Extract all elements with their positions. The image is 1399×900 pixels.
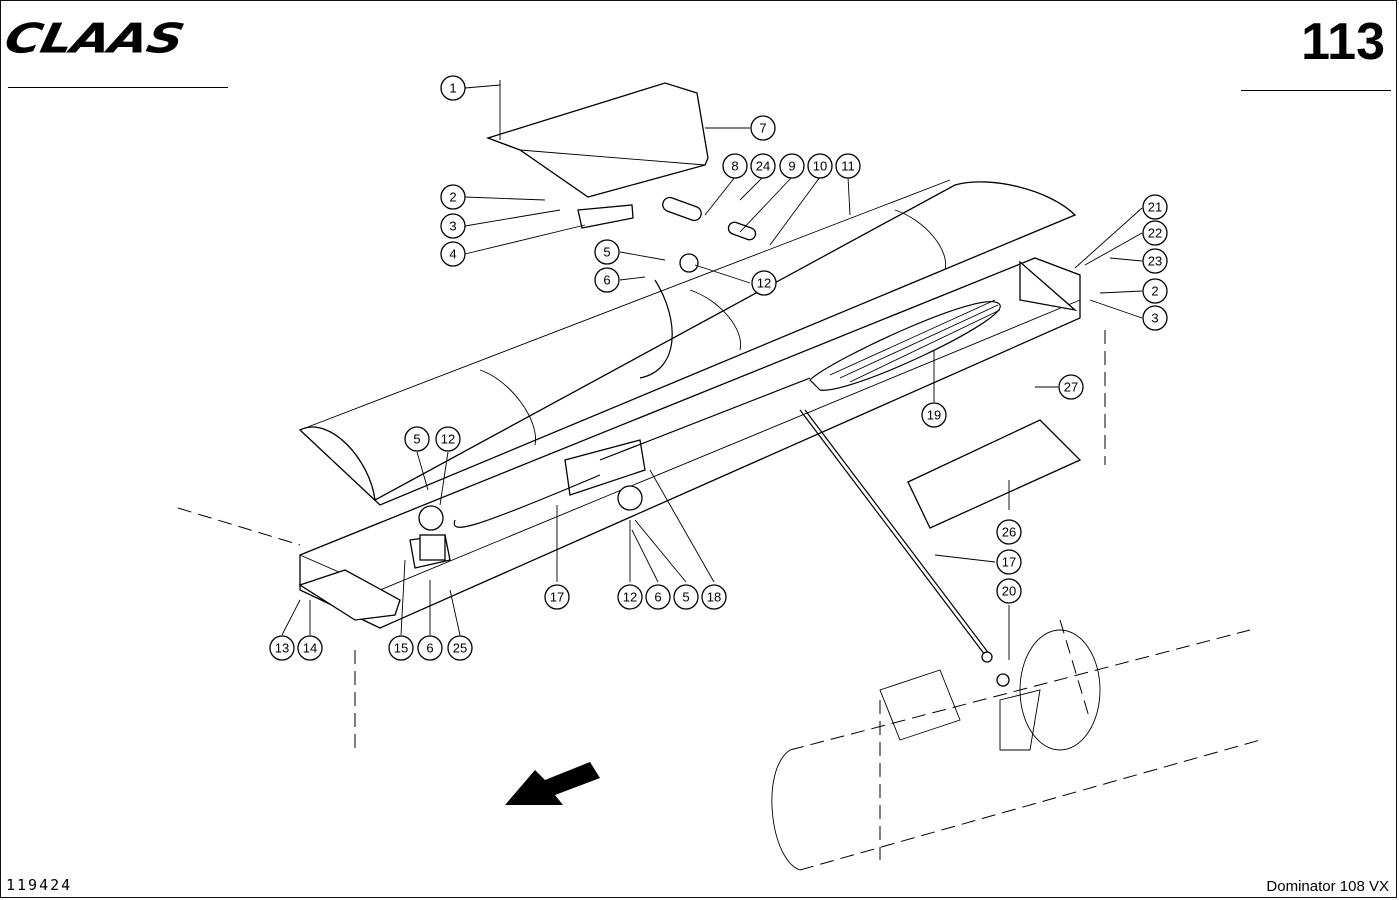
- leader-lines: [281, 84, 1143, 660]
- svg-text:17: 17: [550, 590, 564, 605]
- callout-25: 25: [447, 635, 473, 661]
- svg-text:24: 24: [756, 159, 770, 174]
- svg-text:6: 6: [426, 641, 433, 656]
- callout-12: 12: [751, 270, 777, 296]
- callout-9: 9: [779, 153, 805, 179]
- callout-5b: 5: [404, 426, 430, 452]
- document-id: 119424: [6, 876, 73, 894]
- svg-text:26: 26: [1002, 525, 1016, 540]
- svg-text:17: 17: [1002, 555, 1016, 570]
- callout-20: 20: [996, 578, 1022, 604]
- callout-10: 10: [807, 153, 833, 179]
- svg-text:20: 20: [1002, 584, 1016, 599]
- top-cover-plate: [485, 80, 709, 229]
- svg-text:6: 6: [603, 273, 610, 288]
- svg-text:3: 3: [1151, 311, 1158, 326]
- callout-8: 8: [722, 153, 748, 179]
- callout-17b: 17: [996, 549, 1022, 575]
- callout-3b: 3: [1142, 305, 1168, 331]
- svg-text:10: 10: [813, 159, 827, 174]
- svg-text:18: 18: [707, 590, 721, 605]
- callout-3: 3: [440, 213, 466, 239]
- svg-text:6: 6: [654, 590, 661, 605]
- svg-text:14: 14: [303, 641, 317, 656]
- callout-7: 7: [750, 115, 776, 141]
- svg-text:27: 27: [1064, 380, 1078, 395]
- svg-text:7: 7: [759, 121, 766, 136]
- svg-text:2: 2: [449, 190, 456, 205]
- svg-text:13: 13: [275, 641, 289, 656]
- svg-text:1: 1: [449, 81, 456, 96]
- svg-text:9: 9: [788, 159, 795, 174]
- svg-text:21: 21: [1148, 200, 1162, 215]
- callout-17: 17: [544, 584, 570, 610]
- callout-6c: 6: [417, 635, 443, 661]
- callout-19: 19: [921, 402, 947, 428]
- linkage-rod: [799, 409, 993, 663]
- callout-6: 6: [594, 267, 620, 293]
- svg-text:23: 23: [1148, 254, 1162, 269]
- upper-guard: [298, 179, 1077, 506]
- svg-text:2: 2: [1151, 284, 1158, 299]
- callout-12c: 12: [617, 584, 643, 610]
- callout-2: 2: [440, 184, 466, 210]
- arrow-down-left-icon: [505, 762, 600, 805]
- callout-2b: 2: [1142, 278, 1168, 304]
- end-bracket: [298, 569, 401, 621]
- callout-11: 11: [835, 153, 861, 179]
- callout-24: 24: [750, 153, 776, 179]
- svg-text:5: 5: [682, 590, 689, 605]
- callout-6b: 6: [645, 584, 671, 610]
- callout-12b: 12: [435, 426, 461, 452]
- callout-15: 15: [388, 635, 414, 661]
- svg-text:5: 5: [603, 245, 610, 260]
- svg-text:8: 8: [731, 159, 738, 174]
- svg-text:5: 5: [413, 432, 420, 447]
- svg-text:4: 4: [449, 247, 456, 262]
- callout-1: 1: [440, 75, 466, 101]
- cable: [639, 279, 673, 379]
- tension-spring: [453, 299, 1001, 528]
- callout-13: 13: [269, 635, 295, 661]
- callout-14: 14: [297, 635, 323, 661]
- header-rule-left: [8, 87, 228, 88]
- model-name: Dominator 108 VX: [1266, 878, 1389, 895]
- callout-27: 27: [1058, 374, 1084, 400]
- lower-channel: [299, 257, 1081, 629]
- hardware: [418, 196, 1010, 687]
- callout-22: 22: [1142, 220, 1168, 246]
- page-number: 113: [1301, 13, 1385, 71]
- svg-text:25: 25: [453, 641, 467, 656]
- svg-text:15: 15: [394, 641, 408, 656]
- callout-26: 26: [996, 519, 1022, 545]
- callout-5: 5: [594, 239, 620, 265]
- callout-4: 4: [440, 241, 466, 267]
- svg-text:19: 19: [927, 408, 941, 423]
- header-rule-right: [1241, 90, 1391, 91]
- svg-text:12: 12: [441, 432, 455, 447]
- svg-text:11: 11: [841, 159, 855, 174]
- callout-23: 23: [1142, 248, 1168, 274]
- roller-drum: [771, 629, 1101, 871]
- svg-text:3: 3: [449, 219, 456, 234]
- cover-plate-26: [907, 419, 1082, 529]
- svg-text:22: 22: [1148, 226, 1162, 241]
- svg-text:12: 12: [757, 276, 771, 291]
- callout-21: 21: [1142, 194, 1168, 220]
- callout-18: 18: [701, 584, 727, 610]
- callout-5c: 5: [673, 584, 699, 610]
- svg-text:12: 12: [623, 590, 637, 605]
